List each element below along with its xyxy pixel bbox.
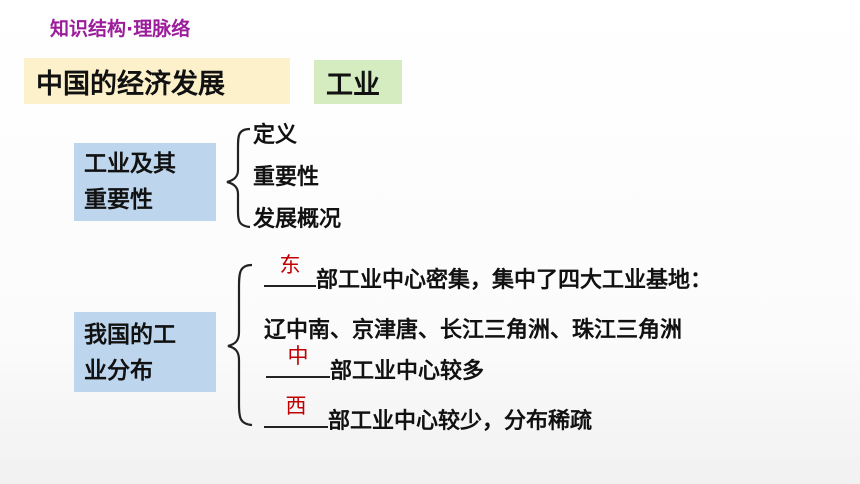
fill-blank-west: 西	[264, 394, 328, 428]
subtopic-title: 工业	[326, 70, 380, 101]
subtopic-box	[314, 60, 402, 104]
list-item-importance: 重要性	[253, 165, 320, 190]
fill-blank-central: 中	[266, 344, 330, 378]
category-label-line2: 重要性	[84, 187, 153, 213]
category-box-importance	[74, 143, 216, 221]
left-brace-icon	[227, 263, 253, 427]
category-label-line1: 工业及其	[84, 151, 176, 177]
list-item-development: 发展概况	[253, 207, 342, 232]
answer-east: 东	[279, 253, 301, 277]
category-label-line2: 业分布	[84, 358, 153, 384]
topic-box	[24, 58, 290, 104]
distribution-row-west: 西 部工业中心较少，分布稀疏	[264, 394, 593, 435]
fill-blank-east: 东	[264, 253, 316, 287]
list-item-definition: 定义	[253, 123, 298, 148]
category-label-importance: 工业及其 重要性	[84, 146, 176, 218]
topic-title: 中国的经济发展	[36, 69, 225, 100]
answer-west: 西	[285, 394, 307, 418]
left-brace-icon	[226, 127, 251, 229]
row-text-east: 部工业中心密集，集中了四大工业基地：	[316, 268, 713, 293]
row-text-central: 部工业中心较多	[330, 359, 485, 384]
section-title: 知识结构·理脉络	[50, 18, 191, 40]
category-label-line1: 我国的工	[84, 322, 176, 348]
category-box-distribution	[74, 312, 216, 392]
distribution-row-bases: 辽中南、京津唐、长江三角洲、珠江三角洲	[264, 318, 683, 343]
row-text-west: 部工业中心较少，分布稀疏	[328, 409, 593, 434]
distribution-row-east: 东 部工业中心密集，集中了四大工业基地：	[264, 253, 713, 294]
category-label-distribution: 我国的工 业分布	[84, 317, 176, 389]
answer-central: 中	[287, 344, 309, 368]
distribution-row-central: 中 部工业中心较多	[266, 344, 485, 385]
